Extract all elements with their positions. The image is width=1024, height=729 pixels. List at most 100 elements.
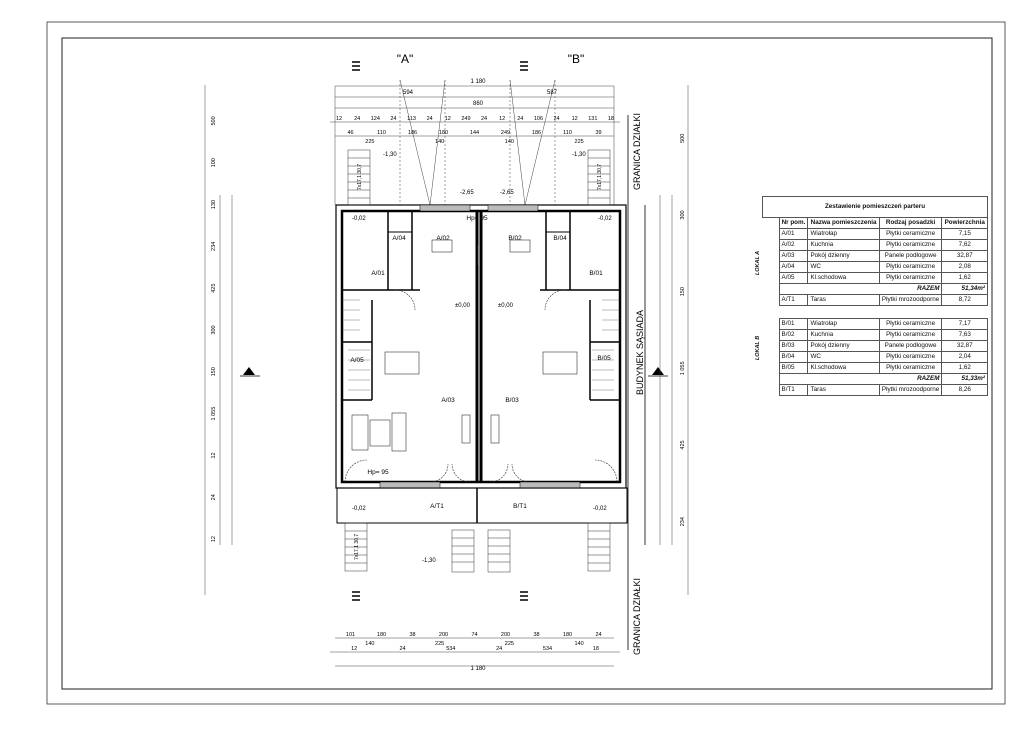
cell-nr: A/05 bbox=[778, 272, 809, 284]
cell-floor: Płytki ceramiczne bbox=[878, 261, 943, 273]
dim-top-row4-3: 180 bbox=[439, 130, 448, 136]
dim-bottom-row2-1: 24 bbox=[399, 646, 405, 652]
taras-a-floor: Płytki mrozoodporne bbox=[878, 294, 943, 306]
dim-top-row3-4: 113 bbox=[407, 116, 416, 122]
razem-a-value: 51,34m² bbox=[941, 283, 988, 295]
dim-top-row4b-2: 140 bbox=[505, 139, 514, 145]
room-b01: B/01 bbox=[589, 270, 603, 277]
dim-top-row4-6: 186 bbox=[532, 130, 541, 136]
room-a02: A/02 bbox=[436, 235, 450, 242]
granica-dzialki-bottom: GRANICA DZIAŁKI bbox=[632, 578, 642, 655]
dim-top-row4b-0: 225 bbox=[365, 139, 374, 145]
dim-bottom-row1-6: 38 bbox=[533, 632, 539, 638]
level-4: -0,02 bbox=[352, 216, 366, 222]
cell-area: 7,62 bbox=[941, 239, 988, 251]
dim-top-row3-12: 24 bbox=[554, 116, 560, 122]
dim-top-row3-0: 12 bbox=[336, 116, 342, 122]
cell-area: 32,87 bbox=[941, 250, 988, 262]
dim-left-v-0: 500 bbox=[211, 116, 217, 125]
cell-area: 7,15 bbox=[941, 228, 988, 240]
cell-name: Kl.schodowa bbox=[807, 272, 880, 284]
taras-b-nr: B/T1 bbox=[778, 384, 809, 396]
room-labels: A/01 A/02 A/03 A/04 A/05 A/T1 B/01 B/02 … bbox=[350, 215, 611, 510]
dim-bottom-row1b-3: 140 bbox=[575, 641, 584, 647]
section-label-a: "A" bbox=[397, 52, 414, 66]
room-a01: A/01 bbox=[371, 270, 385, 277]
dim-bottom-row1-1: 180 bbox=[377, 632, 386, 638]
cell-name: Wiatrołap bbox=[807, 228, 880, 240]
header-nr: Nr pom. bbox=[778, 217, 809, 229]
level-3: -2,65 bbox=[500, 190, 514, 196]
dim-top-row4-1: 110 bbox=[377, 130, 386, 136]
window-markers bbox=[379, 204, 581, 489]
dim-right-v-2: 150 bbox=[680, 287, 686, 296]
room-bt1: B/T1 bbox=[513, 503, 527, 510]
cell-floor: Płytki ceramiczne bbox=[878, 329, 943, 341]
cell-nr: B/01 bbox=[778, 318, 809, 330]
room-b05: B/05 bbox=[597, 355, 611, 362]
cell-nr: B/05 bbox=[778, 362, 809, 374]
cell-floor: Panele podłogowe bbox=[878, 340, 943, 352]
cell-floor: Płytki ceramiczne bbox=[878, 351, 943, 363]
table-title: Zestawienie pomieszczeń parteru bbox=[762, 196, 988, 218]
furniture bbox=[351, 239, 578, 452]
dim-bottom-row1-8: 24 bbox=[595, 632, 601, 638]
budynek-sasiada: BUDYNEK SĄSIADA bbox=[635, 310, 645, 395]
taras-a-nr: A/T1 bbox=[778, 294, 809, 306]
dim-bottom-row2-0: 12 bbox=[351, 646, 357, 652]
room-b03: B/03 bbox=[505, 397, 519, 404]
header-name: Nazwa pomieszczenia bbox=[807, 217, 880, 229]
cell-area: 2,04 bbox=[941, 351, 988, 363]
cell-name: Pokój dzienny bbox=[807, 250, 880, 262]
taras-b-area: 8,26 bbox=[941, 384, 988, 396]
dim-top-row3-8: 24 bbox=[481, 116, 487, 122]
cell-floor: Panele podłogowe bbox=[878, 250, 943, 262]
dim-right-v-3: 1 055 bbox=[680, 361, 686, 375]
dim-top-row3-13: 12 bbox=[572, 116, 578, 122]
dim-top-total: 1 180 bbox=[470, 79, 486, 85]
room-a04: A/04 bbox=[392, 235, 406, 242]
cell-nr: B/03 bbox=[778, 340, 809, 352]
dim-top-row3-15: 18 bbox=[608, 116, 614, 122]
dim-bottom-row2-2: 534 bbox=[446, 646, 455, 652]
cell-area: 1,62 bbox=[941, 362, 988, 374]
cell-nr: A/04 bbox=[778, 261, 809, 273]
dim-bottom-row1b-0: 140 bbox=[365, 641, 374, 647]
dim-top-row3-1: 24 bbox=[354, 116, 360, 122]
dim-left-v-5: 300 bbox=[211, 325, 217, 334]
room-a03: A/03 bbox=[441, 397, 455, 404]
dim-top-half-b: 587 bbox=[547, 90, 558, 96]
dim-left-v-8: 12 bbox=[211, 452, 217, 458]
dim-bottom-row2-5: 18 bbox=[593, 646, 599, 652]
room-a05: A/05 bbox=[350, 357, 364, 364]
cell-nr: A/02 bbox=[778, 239, 809, 251]
hp-bottom: Hp= 95 bbox=[367, 469, 389, 476]
room-schedule-table: Zestawienie pomieszczeń parteru Nr pom. … bbox=[762, 196, 988, 396]
stairs-top-right: 7x17,1 30,7 bbox=[597, 164, 603, 190]
header-floor: Rodzaj posadzki bbox=[878, 217, 943, 229]
level-2: -2,65 bbox=[460, 190, 474, 196]
cell-floor: Płytki ceramiczne bbox=[878, 272, 943, 284]
exterior-stairs bbox=[344, 149, 611, 573]
cell-nr: A/01 bbox=[778, 228, 809, 240]
dim-right-v-5: 234 bbox=[680, 517, 686, 526]
cell-nr: B/04 bbox=[778, 351, 809, 363]
dim-right-v-0: 500 bbox=[680, 134, 686, 143]
section-marker-icon bbox=[352, 61, 528, 601]
cell-area: 32,87 bbox=[941, 340, 988, 352]
dim-top-row3-2: 124 bbox=[371, 116, 380, 122]
lokal-a-label: LOKAL A bbox=[755, 250, 761, 276]
dim-bottom-row1-5: 200 bbox=[501, 632, 510, 638]
cell-floor: Płytki ceramiczne bbox=[878, 318, 943, 330]
dim-top-mid: 860 bbox=[473, 101, 484, 107]
